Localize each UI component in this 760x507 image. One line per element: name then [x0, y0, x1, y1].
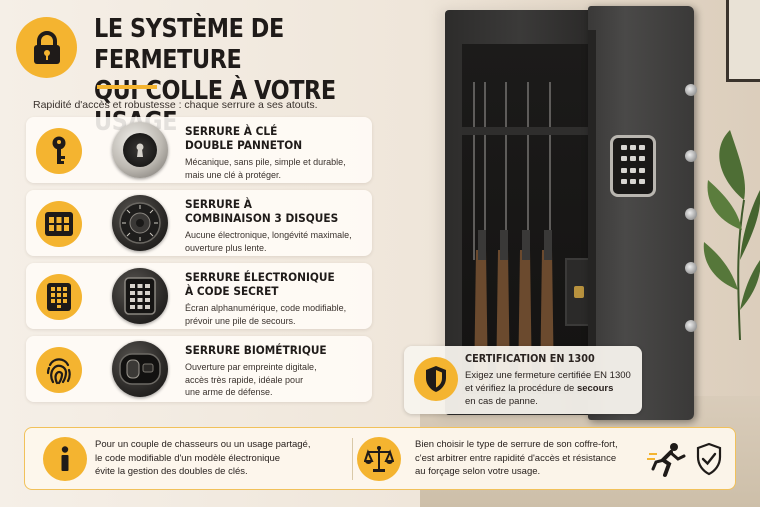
certification-desc-bold: secours	[576, 383, 614, 394]
running-person-icon	[647, 443, 686, 477]
lock-desc-line-2: accès très rapide, idéale pour	[185, 374, 304, 385]
dial-icon	[45, 212, 73, 236]
lock-title-line-1: SERRURE ÉLECTRONIQUE	[185, 270, 335, 284]
footer-banner: Pour un couple de chasseurs ou un usage …	[24, 427, 736, 490]
page-title-line-1: LE SYSTÈME DE FERMETURE	[94, 14, 284, 75]
door-bolt	[685, 262, 697, 274]
lock-card-title: SERRURE À CLÉ DOUBLE PANNETON	[185, 124, 302, 152]
fingerprint-badge	[36, 347, 82, 393]
page-subtitle: Rapidité d'accès et robustesse : chaque …	[33, 99, 318, 111]
footer-right-line-1: Bien choisir le type de serrure de son c…	[415, 439, 618, 450]
lock-card-desc: Aucune électronique, longévité maximale,…	[185, 229, 370, 254]
electronic-keypad-icon	[124, 277, 156, 315]
certification-title: CERTIFICATION EN 1300	[465, 353, 595, 365]
lock-desc-line-1: Écran alphanumérique, code modifiable,	[185, 303, 347, 313]
lock-card-key: SERRURE À CLÉ DOUBLE PANNETON Mécanique,…	[26, 117, 372, 183]
door-bolt	[685, 150, 697, 162]
plant-decoration	[703, 130, 760, 340]
certification-desc: Exigez une fermeture certifiée EN 1300 e…	[465, 369, 637, 408]
lock-card-title: SERRURE ÉLECTRONIQUE À CODE SECRET	[185, 270, 335, 298]
footer-left-line-2: le code modifiable d'un modèle électroni…	[95, 452, 281, 464]
shield-icon	[426, 366, 446, 392]
page-title: LE SYSTÈME DE FERMETURE QUI COLLE À VOTR…	[94, 14, 386, 138]
biometric-lock-photo	[112, 341, 168, 397]
certification-desc-line-3: en cas de panne.	[465, 396, 538, 407]
dial-badge	[36, 201, 82, 247]
balance-scale-icon	[364, 446, 394, 472]
door-bolt	[685, 208, 697, 220]
key-icon	[52, 136, 66, 164]
keyhole-icon	[136, 143, 144, 157]
footer-right-text: Bien choisir le type de serrure de son c…	[415, 438, 618, 479]
lock-card-desc: Mécanique, sans pile, simple et durable,…	[185, 156, 370, 181]
shield-check-icon	[696, 442, 722, 476]
title-underline	[97, 85, 157, 89]
lock-card-electronic: SERRURE ÉLECTRONIQUE À CODE SECRET Écran…	[26, 263, 372, 329]
safe-door-edge	[588, 30, 596, 400]
lock-desc-line-2: mais une clé à protéger.	[185, 169, 282, 180]
electronic-lock-photo	[112, 268, 168, 324]
footer-divider	[352, 438, 353, 480]
certification-desc-text: et vérifiez la procédure de	[465, 383, 577, 394]
fingerprint-icon	[46, 358, 71, 385]
door-bolt	[685, 320, 697, 332]
padlock-badge	[16, 17, 77, 78]
dial-lock-photo	[112, 195, 168, 251]
lock-desc-line-1: Ouverture par empreinte digitale,	[185, 362, 317, 372]
keypad-badge	[36, 274, 82, 320]
footer-right-line-3: au forçage selon votre usage.	[415, 466, 541, 477]
lock-title-line-1: SERRURE À	[185, 197, 252, 211]
rifle-rack	[462, 127, 590, 135]
lock-title-line-2: À CODE SECRET	[185, 284, 279, 298]
lock-card-combination: SERRURE À COMBINAISON 3 DISQUES Aucune é…	[26, 190, 372, 256]
lock-card-desc: Écran alphanumérique, code modifiable, p…	[185, 302, 370, 327]
shield-badge	[414, 357, 458, 401]
lock-title-line-2: COMBINAISON 3 DISQUES	[185, 211, 339, 225]
info-badge	[43, 437, 87, 481]
lock-title-line-1: SERRURE BIOMÉTRIQUE	[185, 343, 327, 357]
scales-badge	[357, 437, 401, 481]
lock-desc-line-1: Aucune électronique, longévité maximale,	[185, 230, 352, 240]
fingerprint-reader-icon	[119, 353, 161, 385]
info-icon	[61, 446, 69, 471]
padlock-icon	[33, 30, 60, 64]
footer-left-line-1: Pour un couple de chasseurs ou un usage …	[95, 439, 311, 450]
lock-card-biometric: SERRURE BIOMÉTRIQUE Ouverture par emprei…	[26, 336, 372, 402]
certification-desc-line-1: Exigez une fermeture certifiée EN 1300	[465, 370, 631, 381]
rifles-illustration	[473, 82, 554, 390]
key-lock-photo	[112, 122, 168, 178]
wall-picture-frame	[726, 0, 760, 82]
lock-card-desc: Ouverture par empreinte digitale, accès …	[185, 361, 370, 399]
footer-right-line-2: c'est arbitrer entre rapidité d'accès et…	[415, 452, 617, 464]
door-bolt	[685, 84, 697, 96]
combination-dial-icon	[119, 202, 161, 244]
footer-left-text: Pour un couple de chasseurs ou un usage …	[95, 438, 311, 479]
lock-desc-line-2: ouverture plus lente.	[185, 242, 267, 253]
footer-left-line-3: évite la gestion des doubles de clés.	[95, 466, 248, 477]
certification-box: CERTIFICATION EN 1300 Exigez une fermetu…	[404, 346, 642, 414]
lock-title-line-2: DOUBLE PANNETON	[185, 138, 303, 152]
lock-card-title: SERRURE À COMBINAISON 3 DISQUES	[185, 197, 338, 225]
lock-title-line-1: SERRURE À CLÉ	[185, 124, 278, 138]
key-badge	[36, 128, 82, 174]
certification-desc-line-2: et vérifiez la procédure de secours	[465, 382, 637, 395]
lock-card-title: SERRURE BIOMÉTRIQUE	[185, 343, 327, 357]
lock-desc-line-1: Mécanique, sans pile, simple et durable,	[185, 157, 346, 167]
lock-desc-line-2: prévoir une pile de secours.	[185, 315, 296, 326]
lockbox-key-icon	[574, 286, 584, 298]
lock-desc-line-3: une arme de défense.	[185, 387, 273, 397]
inner-lockbox	[565, 258, 591, 326]
keypad-icon	[47, 283, 71, 311]
safe-door-keypad	[610, 135, 656, 197]
